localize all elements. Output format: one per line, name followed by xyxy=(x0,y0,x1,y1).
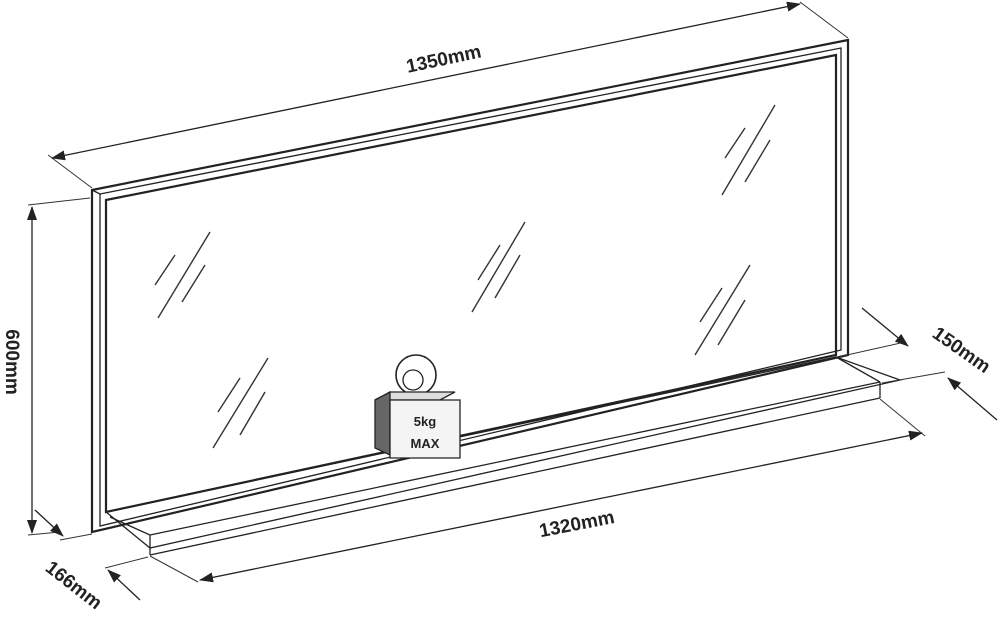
weight-label: 5kg xyxy=(414,414,436,429)
frame-corner-top xyxy=(91,189,101,195)
dim-line xyxy=(51,1,801,161)
dim-label-shelf: 1320mm xyxy=(538,507,617,542)
frame-outer xyxy=(90,38,850,534)
shelf-bottom-edge xyxy=(149,397,881,556)
dim-top-width: 1350mm xyxy=(47,1,849,189)
dim-arrow xyxy=(107,569,141,601)
shelf-right-top xyxy=(835,356,881,383)
weight-tag: 5kg MAX xyxy=(374,354,461,459)
glare-marks xyxy=(154,104,776,449)
dim-arrow xyxy=(861,307,909,347)
ext-line xyxy=(837,341,906,358)
frame-mid xyxy=(99,47,842,527)
ext-line xyxy=(47,154,93,189)
ext-line xyxy=(27,197,91,206)
ext-line xyxy=(149,555,199,583)
ext-line xyxy=(104,556,149,569)
dim-label-height: 600mm xyxy=(1,329,22,395)
max-label: MAX xyxy=(411,436,440,451)
hook-eye xyxy=(402,369,424,391)
dim-height: 600mm xyxy=(1,197,91,536)
ext-line xyxy=(59,533,93,541)
dim-label-side: 150mm xyxy=(928,323,994,378)
dim-arrow xyxy=(947,377,998,421)
dim-arrow xyxy=(34,509,64,537)
dim-shelf-depth: 150mm xyxy=(837,307,998,421)
shelf xyxy=(104,356,903,556)
dim-label-top: 1350mm xyxy=(404,41,483,77)
dim-line xyxy=(199,430,923,583)
ext-line xyxy=(27,531,61,536)
ext-line xyxy=(799,1,849,39)
mirror-frame xyxy=(90,38,850,534)
ext-line xyxy=(879,398,926,437)
shelf-front-edge xyxy=(149,381,881,536)
dim-label-bottom: 166mm xyxy=(41,557,106,614)
block-side xyxy=(374,390,391,457)
ext-line xyxy=(881,371,946,384)
